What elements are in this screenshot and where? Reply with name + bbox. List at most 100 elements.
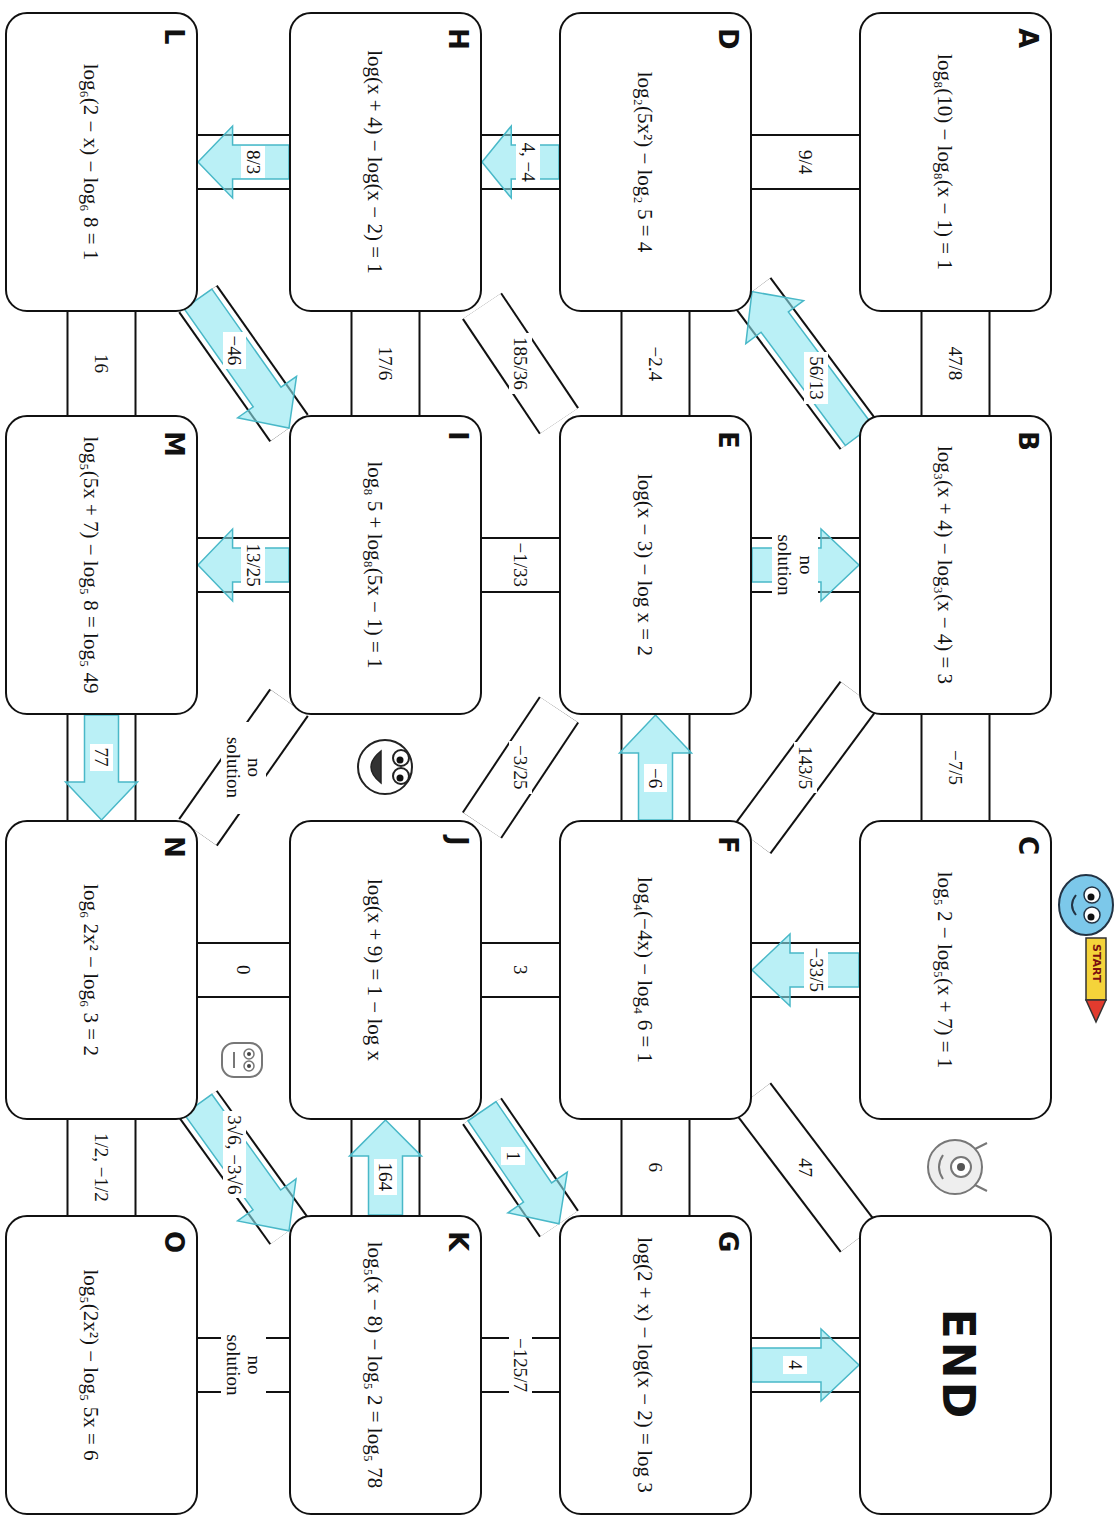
strip-fill — [752, 136, 859, 188]
equation: log(x − 3) − log x = 2 — [631, 431, 658, 699]
box-letter: F — [713, 836, 742, 854]
strip-fill — [923, 715, 989, 820]
strip-fill — [198, 703, 289, 833]
puzzle-box: Dlog₂(5x²) − log₂ 5 = 4 — [559, 12, 752, 312]
box-letter: K — [443, 1231, 472, 1251]
answer-label: 3 — [509, 961, 533, 979]
answer-label: 16 — [90, 350, 114, 377]
equation: log₃(x + 4) − log₃(x − 4) = 3 — [931, 431, 958, 699]
path-arrow — [184, 289, 296, 428]
equation: log₅ 2 − log₅(x + 7) = 1 — [931, 836, 958, 1104]
path-arrow — [620, 715, 692, 820]
strip-outline — [67, 312, 137, 415]
path-arrow — [752, 1329, 859, 1401]
answer-strip — [66, 715, 138, 820]
end-box: END — [859, 1215, 1052, 1515]
answer-strip — [482, 126, 559, 198]
strip-outline — [921, 715, 991, 820]
answer-strip — [350, 1120, 422, 1215]
strip-outline — [752, 134, 859, 190]
strip-outline — [67, 1120, 137, 1215]
small-monster-icon — [222, 1043, 262, 1077]
equation: log₆(2 − x) − log₆ 8 = 1 — [77, 28, 104, 296]
start-pencil — [1086, 938, 1106, 1022]
icon-body — [358, 740, 412, 794]
box-letter: M — [159, 431, 188, 457]
puzzle-box: Mlog₅(5x + 7) − log₅ 8 = log₅ 49 — [5, 415, 198, 715]
puzzle-box: Flog₄(−4x) − log₄ 6 = 1 — [559, 820, 752, 1120]
answer-label: −33/5 — [804, 944, 828, 997]
answer-strip — [752, 1329, 859, 1401]
icon-eye — [951, 1157, 971, 1177]
strip-outline — [351, 312, 421, 415]
strip-outline — [67, 715, 137, 820]
strip-fill — [69, 1120, 135, 1215]
box-letter: G — [713, 1231, 742, 1252]
strip-outline — [621, 1120, 691, 1215]
equation: log(2 + x) − log(x − 2) = log 3 — [631, 1231, 658, 1499]
answer-strip — [184, 1094, 296, 1230]
answer-strip — [198, 126, 289, 198]
strip-fill — [482, 944, 559, 996]
answer-label: 1 — [501, 1147, 525, 1165]
icon-eye — [244, 1061, 254, 1071]
start-label: START — [1090, 942, 1103, 985]
equation: log₅(5x + 7) − log₅ 8 = log₅ 49 — [77, 431, 104, 699]
icon-mouth — [939, 1155, 943, 1179]
equation: log₅(x − 8) − log₅ 2 = log₅ 78 — [361, 1231, 388, 1499]
box-letter: O — [159, 1231, 188, 1253]
box-letter: C — [1013, 836, 1042, 855]
icon-body — [222, 1043, 262, 1077]
grey-monster-icon — [928, 1140, 987, 1194]
icon-eye — [393, 750, 409, 766]
box-letter: I — [443, 431, 472, 441]
strip-fill — [482, 539, 559, 591]
answer-label: no solution — [221, 722, 267, 814]
answer-label: 47/8 — [944, 343, 968, 385]
puzzle-box: Ilog₈ 5 + log₈(5x − 1) = 1 — [289, 415, 482, 715]
box-letter: L — [159, 28, 188, 45]
monster-body — [1059, 875, 1113, 935]
monster-eye — [1084, 887, 1100, 903]
answer-label: 13/25 — [241, 540, 265, 591]
answer-strip — [620, 715, 692, 820]
answer-strip — [482, 306, 559, 421]
answer-strip — [482, 710, 559, 826]
answer-label: no solution — [221, 1319, 267, 1411]
equation: log₈ 5 + log₈(5x − 1) = 1 — [361, 431, 388, 699]
pencil-tip — [1086, 1000, 1106, 1022]
answer-label: 3√6, −3√6 — [223, 1111, 247, 1198]
answer-strip — [184, 289, 296, 428]
answer-strip — [752, 695, 859, 839]
puzzle-box: Alog₈(10) − log₈(x − 1) = 1 — [859, 12, 1052, 312]
strip-outline — [198, 942, 289, 998]
puzzle-box: Blog₃(x + 4) − log₃(x − 4) = 3 — [859, 415, 1052, 715]
box-letter: J — [443, 836, 472, 846]
path-arrow — [198, 529, 289, 601]
strip-outline — [482, 306, 559, 421]
answer-label: no solution — [772, 519, 818, 611]
answer-label: 4 — [783, 1356, 807, 1374]
box-letter: A — [1013, 28, 1042, 48]
puzzle-box: Glog(2 + x) − log(x − 2) = log 3 — [559, 1215, 752, 1515]
strip-fill — [752, 1097, 859, 1238]
icon-mouth — [371, 751, 381, 783]
equation: log₆ 2x² − log₆ 3 = 2 — [77, 836, 104, 1104]
path-arrow — [184, 1094, 296, 1230]
puzzle-box: Olog₅(2x²) − log₅ 5x = 6 — [5, 1215, 198, 1515]
answer-strip — [746, 292, 873, 446]
answer-label: 4, −4 — [516, 139, 540, 186]
strip-fill — [623, 312, 689, 415]
strip-fill — [69, 312, 135, 415]
box-letter: H — [443, 28, 472, 50]
box-letter: E — [713, 431, 742, 449]
answer-strip — [198, 529, 289, 601]
icon-pupil — [397, 775, 404, 782]
cookie-monster-icon — [358, 740, 412, 794]
equation: log₈(10) − log₈(x − 1) = 1 — [931, 28, 958, 296]
strip-outline — [351, 1120, 421, 1215]
strip-fill — [482, 710, 559, 826]
answer-label: 47 — [794, 1154, 818, 1181]
answer-label: −6 — [644, 764, 668, 792]
equation: log(x + 9) = 1 − log x — [361, 836, 388, 1104]
